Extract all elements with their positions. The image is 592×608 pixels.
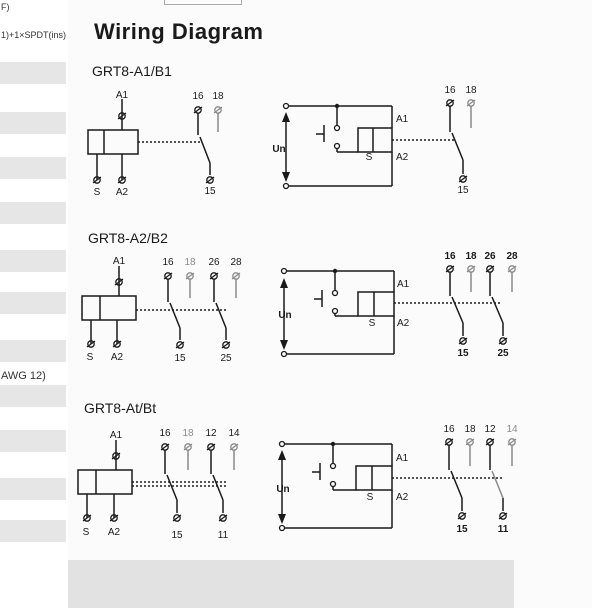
terminal-com: 25 (220, 353, 232, 364)
control-circuit: Un A1 A2 S (272, 102, 409, 190)
contact-group-2: 12 14 11 (205, 428, 240, 541)
contact-group-2-right: 12 14 11 (484, 424, 518, 535)
circuit-coil-top: A1 (396, 453, 409, 464)
top-edge-box (164, 0, 242, 5)
terminal-com: 15 (456, 524, 468, 535)
contact-group-2: 26 28 25 (208, 257, 242, 364)
left-band (0, 250, 66, 272)
left-band (0, 292, 66, 314)
circuit-coil-bottom: A2 (397, 318, 410, 329)
supply-label: Un (272, 144, 285, 155)
terminal-com: 11 (498, 524, 509, 535)
left-page-strip: F) 1)+1×SPDT(ins) AWG 12) (0, 0, 68, 608)
diagram-a1b1: A1 S A2 16 18 15 (87, 85, 477, 198)
terminal-com: 15 (171, 530, 183, 541)
left-band (0, 340, 66, 362)
coil-label-s: S (83, 527, 90, 538)
terminal-no: 28 (506, 251, 518, 262)
terminal-nc: 26 (484, 251, 496, 262)
contact-group-1: 16 18 15 (159, 428, 194, 541)
terminal-nc: 12 (205, 428, 217, 439)
coil-block: A1 S A2 (87, 90, 139, 198)
circuit-coil-bottom: A2 (396, 492, 409, 503)
supply-label: Un (278, 310, 291, 321)
terminal-no: 18 (465, 85, 477, 96)
terminal-no: 28 (230, 257, 242, 268)
coil-label-a2: A2 (108, 527, 121, 538)
terminal-no: 14 (228, 428, 240, 439)
left-band (0, 478, 66, 500)
page-title: Wiring Diagram (94, 19, 264, 44)
circuit-coil-top: A1 (397, 279, 410, 290)
left-band (0, 62, 66, 84)
coil-label-a2: A2 (111, 352, 124, 363)
left-band (0, 157, 66, 179)
left-fragment-2: 1)+1×SPDT(ins) (1, 30, 67, 40)
terminal-nc: 16 (444, 85, 456, 96)
coil-label-top: A1 (110, 430, 123, 441)
contact-group-1: 16 18 15 (192, 91, 224, 197)
terminal-no: 14 (506, 424, 518, 435)
diagram-a2b2: A1 S A2 16 18 15 26 28 25 (81, 251, 518, 364)
terminal-nc: 26 (208, 257, 220, 268)
terminal-com: 15 (204, 186, 216, 197)
left-band (0, 430, 66, 452)
coil-label-s: S (94, 187, 101, 198)
left-band (0, 385, 66, 407)
terminal-nc: 16 (444, 251, 456, 262)
terminal-com: 15 (457, 185, 469, 196)
circuit-switch-label: S (369, 318, 376, 329)
diagram-atbt: A1 S A2 16 18 15 12 14 1 (77, 424, 518, 541)
coil-block: A1 S A2 (81, 256, 137, 363)
terminal-com: 11 (218, 530, 229, 541)
section-label-a1b1: GRT8-A1/B1 (92, 63, 172, 79)
terminal-no: 18 (212, 91, 224, 102)
left-fragment-1: F) (1, 2, 10, 12)
terminal-no: 18 (465, 251, 477, 262)
contact-group-1-right: 16 18 15 (443, 424, 476, 535)
left-fragment-3: AWG 12) (1, 370, 46, 382)
terminal-com: 15 (174, 353, 186, 364)
left-band (0, 520, 66, 542)
coil-label-s: S (87, 352, 94, 363)
contact-group-1-right: 16 18 15 (444, 251, 477, 359)
terminal-nc: 16 (159, 428, 171, 439)
terminal-com: 15 (457, 348, 469, 359)
circuit-switch-label: S (367, 492, 374, 503)
terminal-no: 18 (184, 257, 196, 268)
section-label-a2b2: GRT8-A2/B2 (88, 230, 168, 246)
circuit-coil-bottom: A2 (396, 152, 409, 163)
coil-label-a2: A2 (116, 187, 129, 198)
control-circuit: Un A1 A2 S (278, 267, 410, 358)
terminal-com: 25 (497, 348, 509, 359)
section-label-atbt: GRT8-At/Bt (84, 400, 157, 416)
contact-group-1-right: 16 18 15 (444, 85, 477, 196)
circuit-coil-top: A1 (396, 114, 409, 125)
terminal-nc: 16 (162, 257, 174, 268)
terminal-nc: 16 (192, 91, 204, 102)
control-circuit: Un A1 A2 S (276, 440, 409, 532)
supply-label: Un (276, 484, 289, 495)
terminal-no: 18 (464, 424, 476, 435)
coil-label-top: A1 (116, 90, 129, 101)
terminal-no: 18 (182, 428, 194, 439)
coil-block: A1 S A2 (77, 430, 133, 538)
left-band (0, 202, 66, 224)
terminal-nc: 12 (484, 424, 496, 435)
left-band (0, 112, 66, 134)
contact-group-2-right: 26 28 25 (484, 251, 518, 359)
terminal-nc: 16 (443, 424, 455, 435)
bottom-band (68, 560, 514, 608)
coil-label-top: A1 (113, 256, 126, 267)
circuit-switch-label: S (366, 152, 373, 163)
contact-group-1: 16 18 15 (162, 257, 196, 364)
